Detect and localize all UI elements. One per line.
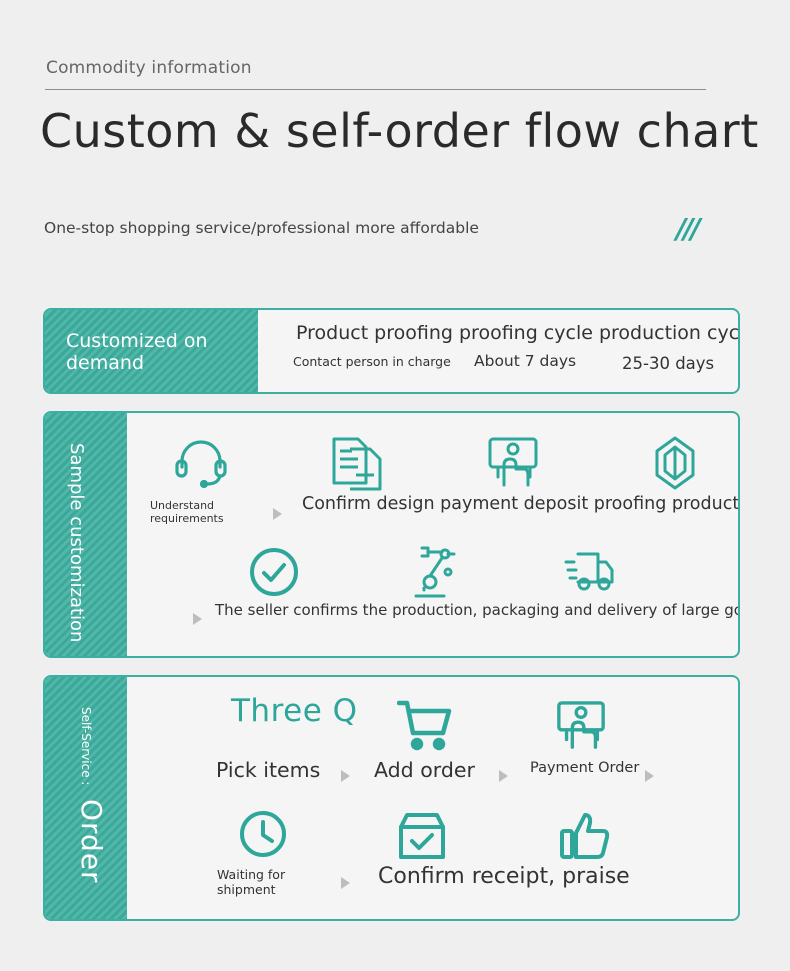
document-icon bbox=[330, 435, 384, 491]
custom-panel-sidebar: Customized on demand bbox=[45, 310, 258, 392]
sample-panel-sidebar: Sample customization bbox=[45, 413, 127, 656]
gem-icon bbox=[653, 435, 697, 491]
custom-panel-heading: Product proofing proofing cycle producti… bbox=[296, 322, 740, 344]
decorative-slashes: /// bbox=[676, 212, 701, 245]
headset-icon bbox=[172, 435, 230, 491]
process-steps-row1: Confirm design payment deposit proofing … bbox=[302, 494, 740, 514]
pick-items-text: Pick items bbox=[216, 758, 321, 782]
flow-arrow bbox=[645, 770, 654, 782]
payment-icon bbox=[486, 435, 540, 491]
flow-arrow bbox=[341, 877, 350, 889]
clock-icon bbox=[238, 809, 288, 859]
thumbs-up-icon bbox=[559, 809, 611, 861]
order-panel-label-small: Self-Service : bbox=[79, 707, 93, 786]
proofing-cycle-value: About 7 days bbox=[474, 352, 577, 370]
eyebrow-label: Commodity information bbox=[46, 58, 252, 78]
page-title: Custom & self-order flow chart bbox=[40, 104, 759, 158]
flow-arrow bbox=[341, 770, 350, 782]
custom-panel-label: Customized on demand bbox=[66, 330, 208, 374]
custom-on-demand-panel: Customized on demand Product proofing pr… bbox=[43, 308, 740, 394]
sample-customization-panel: Sample customization bbox=[43, 411, 740, 658]
page-subtitle: One-stop shopping service/professional m… bbox=[44, 219, 479, 237]
order-panel-label-big: Order bbox=[75, 799, 108, 884]
robot-arm-icon bbox=[412, 544, 458, 600]
cart-icon bbox=[397, 699, 453, 751]
flow-arrow bbox=[273, 508, 282, 520]
box-check-icon bbox=[397, 811, 447, 861]
process-steps-row2: The seller confirms the production, pack… bbox=[215, 601, 740, 619]
brand-name: Three Q bbox=[231, 693, 358, 729]
sample-panel-label: Sample customization bbox=[66, 443, 87, 643]
waiting-shipment-text: Waiting for shipment bbox=[217, 867, 286, 897]
production-cycle-value: 25-30 days bbox=[622, 354, 715, 373]
check-circle-icon bbox=[248, 546, 300, 598]
flow-arrow bbox=[499, 770, 508, 782]
confirm-receipt-text: Confirm receipt, praise bbox=[378, 864, 630, 889]
add-order-text: Add order bbox=[374, 758, 475, 782]
header-divider bbox=[45, 89, 706, 90]
self-service-order-panel: Self-Service : Order Three Q Pick items … bbox=[43, 675, 740, 921]
payment-order-text: Payment Order bbox=[530, 760, 640, 776]
contact-person-text: Contact person in charge bbox=[293, 354, 451, 369]
payment-icon bbox=[555, 699, 607, 753]
flow-arrow bbox=[193, 613, 202, 625]
understand-requirements-text: Understand requirements bbox=[150, 499, 224, 525]
order-panel-sidebar: Self-Service : Order bbox=[45, 677, 127, 919]
delivery-truck-icon bbox=[564, 548, 616, 596]
